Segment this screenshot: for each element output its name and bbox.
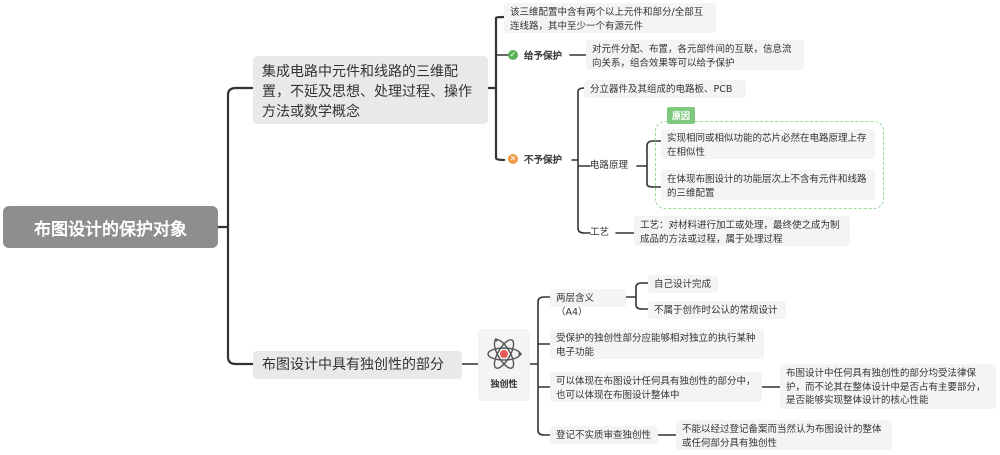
meaning-item-1[interactable]: 自己设计完成 [648, 275, 718, 293]
reason-text-2: 在体现布图设计的功能层次上不含有元件和线路的三维配置 [667, 174, 867, 199]
branch2-node[interactable]: 布图设计中具有独创性的部分 [253, 351, 462, 379]
process-desc-node[interactable]: 工艺：对材料进行加工或处理，最终使之成为制成品的方法或过程，属于处理过程 [634, 216, 850, 246]
root-node[interactable]: 布图设计的保护对象 [3, 206, 218, 248]
whole-part-node[interactable]: 可以体现在布图设计任何具有独创性的部分中，也可以体现在布图设计整体中 [550, 372, 762, 402]
check-icon: ✓ [508, 50, 518, 60]
meaning-label: 两层含义（A4） [556, 293, 595, 318]
process-label: 工艺 [590, 227, 610, 238]
function-node[interactable]: 受保护的独创性部分应能够相对独立的执行某种电子功能 [550, 329, 764, 359]
reason-text-1: 实现相同或相似功能的芯片必然在电路原理上存在相似性 [667, 133, 867, 158]
whole-part-desc-text: 布图设计中任何具有独创性的部分均受法律保护，而不论其在整体设计中是否占有主要部分… [786, 368, 986, 406]
no-protect-label: 不予保护 [524, 155, 563, 166]
registration-text: 登记不实质审查独创性 [556, 430, 652, 441]
registration-node[interactable]: 登记不实质审查独创性 [550, 426, 658, 444]
protect-label: 给予保护 [524, 51, 563, 62]
connector-no-protect-children [571, 87, 591, 234]
branch2-title: 布图设计中具有独创性的部分 [262, 357, 444, 373]
registration-desc-node[interactable]: 不能以经过登记备案而当然认为布图设计的整体或任何部分具有独创性 [676, 420, 892, 450]
protect-desc-node[interactable]: 对元件分配、布置，各元部件间的互联，信息流向关系，组合效果等可以给予保护 [586, 40, 804, 70]
meaning-node[interactable]: 两层含义（A4） [550, 289, 626, 318]
principle-node[interactable]: 电路原理 [590, 159, 640, 173]
branch1-node[interactable]: 集成电路中元件和线路的三维配置，不延及思想、处理过程、操作方法或数学概念 [253, 56, 488, 124]
reason-label: 原因 [667, 107, 696, 124]
connector-card-children [529, 296, 551, 436]
meaning-item-2[interactable]: 不属于创作时公认的常规设计 [648, 301, 786, 319]
originality-card[interactable]: 独创性 [478, 329, 530, 401]
connector-root-branches [216, 86, 255, 366]
no-protect-tag[interactable]: ✕ 不予保护 [508, 152, 572, 166]
definition-text: 该三维配置中含有两个以上元件和部分/全部互连线路，其中至少一个有源元件 [510, 7, 704, 32]
cross-icon: ✕ [508, 154, 518, 164]
registration-desc-text: 不能以经过登记备案而当然认为布图设计的整体或任何部分具有独创性 [682, 424, 882, 449]
connector-branch1-children [486, 15, 506, 162]
protect-tag[interactable]: ✓ 给予保护 [508, 48, 572, 62]
originality-label: 独创性 [490, 380, 518, 390]
root-title: 布图设计的保护对象 [34, 219, 187, 240]
definition-node[interactable]: 该三维配置中含有两个以上元件和部分/全部互连线路，其中至少一个有源元件 [504, 3, 716, 33]
function-text: 受保护的独创性部分应能够相对独立的执行某种电子功能 [556, 333, 756, 358]
atom-icon [487, 338, 522, 369]
process-node[interactable]: 工艺 [590, 226, 620, 240]
discrete-node[interactable]: 分立器件及其组成的电路板、PCB [584, 80, 746, 98]
meaning-item-2-text: 不属于创作时公认的常规设计 [654, 305, 778, 316]
discrete-text: 分立器件及其组成的电路板、PCB [590, 84, 733, 95]
branch1-title: 集成电路中元件和线路的三维配置，不延及思想、处理过程、操作方法或数学概念 [262, 64, 472, 120]
reason-group [655, 121, 884, 209]
connector-principle-reasons [636, 140, 662, 188]
process-desc-text: 工艺：对材料进行加工或处理，最终使之成为制成品的方法或过程，属于处理过程 [640, 220, 840, 245]
reason-item-2[interactable]: 在体现布图设计的功能层次上不含有元件和线路的三维配置 [661, 170, 875, 200]
meaning-item-1-text: 自己设计完成 [654, 279, 712, 290]
whole-part-text: 可以体现在布图设计任何具有独创性的部分中，也可以体现在布图设计整体中 [556, 376, 756, 401]
protect-desc-text: 对元件分配、布置，各元部件间的互联，信息流向关系，组合效果等可以给予保护 [592, 44, 792, 69]
reason-item-1[interactable]: 实现相同或相似功能的芯片必然在电路原理上存在相似性 [661, 129, 875, 159]
principle-label: 电路原理 [590, 160, 629, 171]
whole-part-desc-node[interactable]: 布图设计中任何具有独创性的部分均受法律保护，而不论其在整体设计中是否占有主要部分… [780, 364, 996, 409]
connector-meaning-items [625, 282, 649, 310]
